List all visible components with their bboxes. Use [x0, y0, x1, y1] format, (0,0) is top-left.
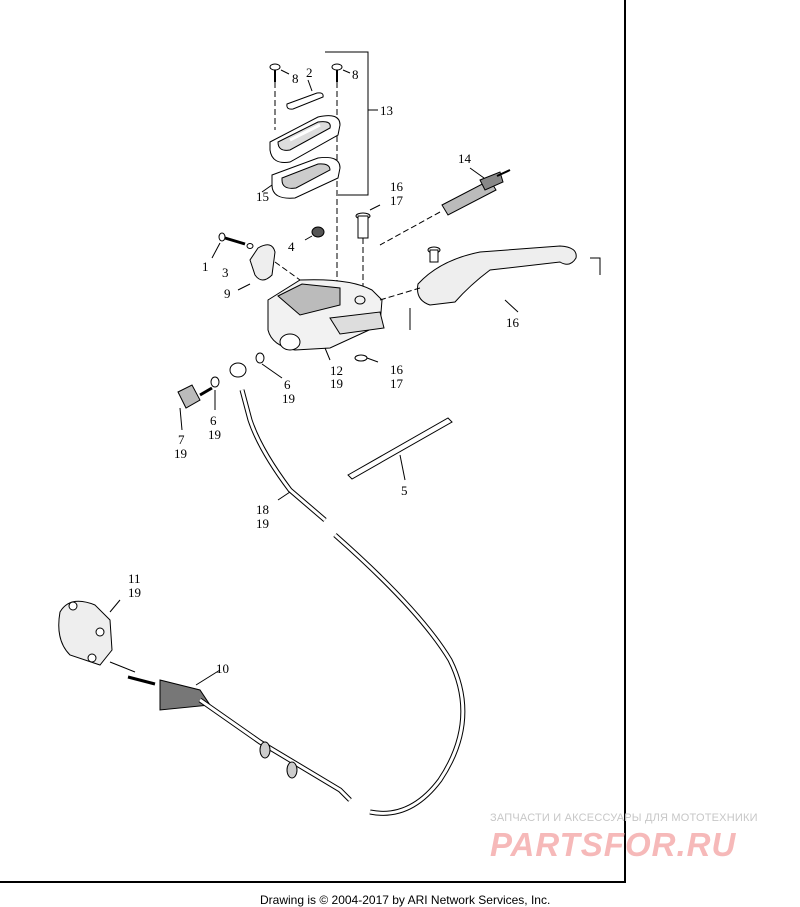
callout-6: 6: [210, 413, 217, 428]
callout-16: 16: [506, 315, 519, 330]
reservoir-cover: [269, 115, 341, 163]
screw-1: [211, 232, 254, 259]
bleeder-4: [304, 226, 325, 241]
callout-8: 8: [292, 71, 299, 86]
clamp-9: [237, 244, 301, 291]
callout-19: 19: [330, 376, 343, 391]
callout-14: 14: [458, 151, 471, 166]
diaphragm-15: [261, 157, 341, 199]
callout-12: 12: [330, 363, 343, 378]
callout-6: 6: [284, 377, 291, 392]
gasket-2: [286, 79, 324, 110]
diagram-frame: [0, 0, 626, 883]
plunger-14: [379, 167, 511, 246]
callout-18: 18: [256, 502, 269, 517]
callout-13: 13: [380, 103, 393, 118]
banjo-bolt-7: [177, 384, 213, 431]
callout-17: 17: [390, 193, 403, 208]
washer-6-left: [210, 376, 220, 410]
lever-16: [379, 245, 601, 330]
callout-7: 7: [178, 432, 185, 447]
callout-19: 19: [174, 446, 187, 461]
callout-4: 4: [288, 239, 295, 254]
clip-17: [354, 354, 379, 363]
callout-15: 15: [256, 189, 269, 204]
screw-8-left: [269, 63, 290, 130]
hose-18: [229, 362, 466, 816]
callout-10: 10: [216, 661, 229, 676]
callout-9: 9: [224, 286, 231, 301]
watermark-logo: PARTSFOR.RU: [490, 826, 737, 863]
callout-5: 5: [401, 483, 408, 498]
callout-16: 16: [390, 179, 403, 194]
callout-19: 19: [128, 585, 141, 600]
bracket-13: [325, 51, 378, 196]
slave-cylinder-11: [58, 599, 136, 673]
callout-17: 17: [390, 376, 403, 391]
callout-19: 19: [282, 391, 295, 406]
pivot-pin-16: [355, 204, 381, 300]
screw-8-right: [331, 63, 351, 300]
cable-tie-5: [347, 417, 453, 481]
callout-19: 19: [256, 516, 269, 531]
callout-19: 19: [208, 427, 221, 442]
watermark-tagline: ЗАПЧАСТИ И АКСЕССУАРЫ ДЛЯ МОТОТЕХНИКИ: [490, 812, 758, 824]
clutch-cable-10: [127, 669, 352, 802]
callout-8: 8: [352, 67, 359, 82]
callout-16: 16: [390, 362, 403, 377]
master-cylinder-12: [267, 279, 385, 361]
copyright-notice: Drawing is © 2004-2017 by ARI Network Se…: [260, 893, 551, 907]
callout-1: 1: [202, 259, 209, 274]
washer-6-right: [255, 352, 283, 379]
callout-3: 3: [222, 265, 229, 280]
callout-11: 11: [128, 571, 141, 586]
callout-2: 2: [306, 65, 313, 80]
